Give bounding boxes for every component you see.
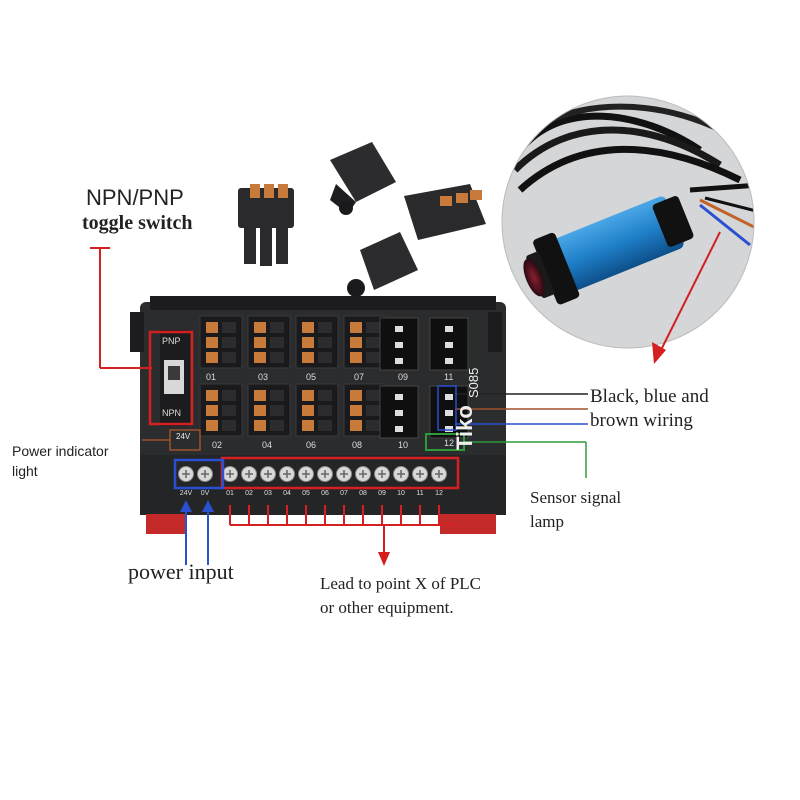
channel-label: 09 <box>398 372 409 382</box>
screw-terminal <box>355 466 371 482</box>
switch-title: NPN/PNP <box>86 185 184 210</box>
upper-connector-blocks <box>199 315 387 369</box>
switch-annotation-lines <box>90 247 194 426</box>
plc-lead-label-2: or other equipment. <box>320 598 454 617</box>
terminal-label: 08 <box>359 490 367 497</box>
spring-connector-block <box>199 383 243 437</box>
spring-connector-block <box>343 383 387 437</box>
plc-lead-lines <box>220 456 460 555</box>
screw-terminal <box>431 466 447 482</box>
screw-terminals <box>178 466 447 482</box>
spring-connector-block <box>247 383 291 437</box>
channel-label: 07 <box>354 372 365 382</box>
switch-label-top: PNP <box>162 336 181 346</box>
switch-subtitle: toggle switch <box>82 212 193 234</box>
terminal-label: 06 <box>321 490 329 497</box>
terminal-label: 0V <box>200 490 210 497</box>
sensor-inset <box>501 95 755 349</box>
terminal-label: 10 <box>397 490 405 497</box>
power-input-lines <box>173 458 225 565</box>
spring-connector-block <box>199 315 243 369</box>
spare-connector-2 <box>330 142 396 215</box>
plc-lead-label: Lead to point X of PLC <box>320 574 482 593</box>
power-arrow-icon-1 <box>180 500 192 512</box>
screw-terminal <box>241 466 257 482</box>
terminal-label: 04 <box>283 490 291 497</box>
screw-terminal <box>317 466 333 482</box>
wiring-label-2: brown wiring <box>590 410 693 431</box>
screw-terminal <box>298 466 314 482</box>
screw-terminal <box>412 466 428 482</box>
screw-terminal <box>279 466 295 482</box>
channel-label: 05 <box>306 372 317 382</box>
socket-connectors <box>379 317 469 439</box>
channel-label: 08 <box>352 440 363 450</box>
power-indicator-label-2: light <box>12 463 38 479</box>
channel-label: 03 <box>258 372 269 382</box>
lower-connector-blocks <box>199 383 387 437</box>
screw-terminal <box>374 466 390 482</box>
model-number: S085 <box>466 367 481 398</box>
power-arrow-icon-2 <box>202 500 214 512</box>
channel-label: 11 <box>444 372 454 382</box>
spring-connector-block <box>295 383 339 437</box>
channel-label: 12 <box>444 438 455 448</box>
channel-label: 10 <box>398 440 409 450</box>
switch-label-bottom: NPN <box>162 408 182 418</box>
wiring-label: Black, blue and <box>590 386 709 407</box>
brand-logo: Tiko <box>452 405 477 450</box>
power-input-label: power input <box>128 559 234 584</box>
power-indicator-line <box>142 429 201 451</box>
plc-arrow-icon <box>378 552 390 566</box>
spring-connector-block <box>247 315 291 369</box>
power-indicator-label: Power indicator <box>12 443 109 459</box>
screw-terminal <box>222 466 238 482</box>
terminal-label: 01 <box>226 490 234 497</box>
screw-terminal <box>260 466 276 482</box>
spare-connector-4 <box>347 232 418 297</box>
terminal-label: 05 <box>302 490 310 497</box>
spare-connector-1 <box>238 184 294 266</box>
sensor-lamp-label-2: lamp <box>530 512 564 531</box>
screw-terminal <box>197 466 213 482</box>
terminal-label: 12 <box>435 490 443 497</box>
sensor-arrow-line <box>659 231 721 353</box>
screw-terminal <box>393 466 409 482</box>
screw-terminal <box>178 466 194 482</box>
terminal-label: 03 <box>264 490 272 497</box>
terminal-label: 09 <box>378 490 386 497</box>
spring-connector-block <box>295 315 339 369</box>
channel-label: 06 <box>306 440 317 450</box>
sensor-lamp-line <box>425 433 587 478</box>
terminal-label: 02 <box>245 490 253 497</box>
terminal-label: 24V <box>179 490 193 497</box>
voltage-tag: 24V <box>176 432 191 441</box>
sensor-lamp-label: Sensor signal <box>530 488 622 507</box>
channel-label: 04 <box>262 440 273 450</box>
wiring-annotation-lines <box>437 385 588 431</box>
terminal-label: 11 <box>416 490 424 497</box>
screw-terminal <box>336 466 352 482</box>
terminal-label: 07 <box>340 490 348 497</box>
channel-label: 01 <box>206 372 217 382</box>
spare-connector-3 <box>404 184 486 240</box>
spring-connector-block <box>343 315 387 369</box>
sensor-arrow-icon <box>652 342 666 364</box>
channel-label: 02 <box>212 440 223 450</box>
